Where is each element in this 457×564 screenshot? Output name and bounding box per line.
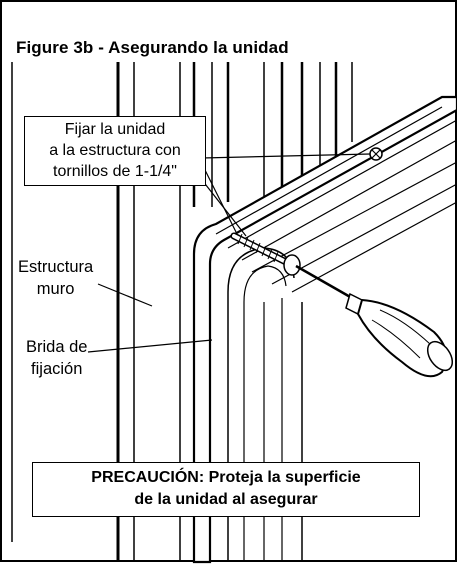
callout-fijar-line1: Fijar la unidad [64, 121, 166, 138]
callout-brida-line2: fijación [31, 360, 83, 378]
callout-brida-line1: Brida de [26, 338, 88, 356]
caution-box: PRECAUCIÓN: Proteja la superficie de la … [32, 462, 420, 517]
callout-fijar-unidad: Fijar la unidad a la estructura con torn… [24, 116, 206, 186]
caution-line1: PRECAUCIÓN: Proteja la superficie [91, 469, 361, 486]
screwdriver [295, 264, 454, 378]
callout-estructura-muro: Estructura muro [18, 256, 94, 300]
callout-estructura-line2: muro [36, 280, 75, 298]
screw-head-top [369, 147, 383, 161]
callout-fijar-line2: a la estructura con [49, 142, 181, 159]
callout-fijar-line3: tornillos de 1-1/4" [53, 163, 177, 180]
callout-brida-fijacion: Brida de fijación [26, 336, 88, 380]
figure-title: Figure 3b - Asegurando la unidad [16, 38, 293, 58]
screw-driven [230, 232, 301, 276]
caution-line2: de la unidad al asegurar [134, 491, 318, 508]
callout-estructura-line1: Estructura [18, 258, 94, 276]
unit-frame [192, 95, 457, 564]
